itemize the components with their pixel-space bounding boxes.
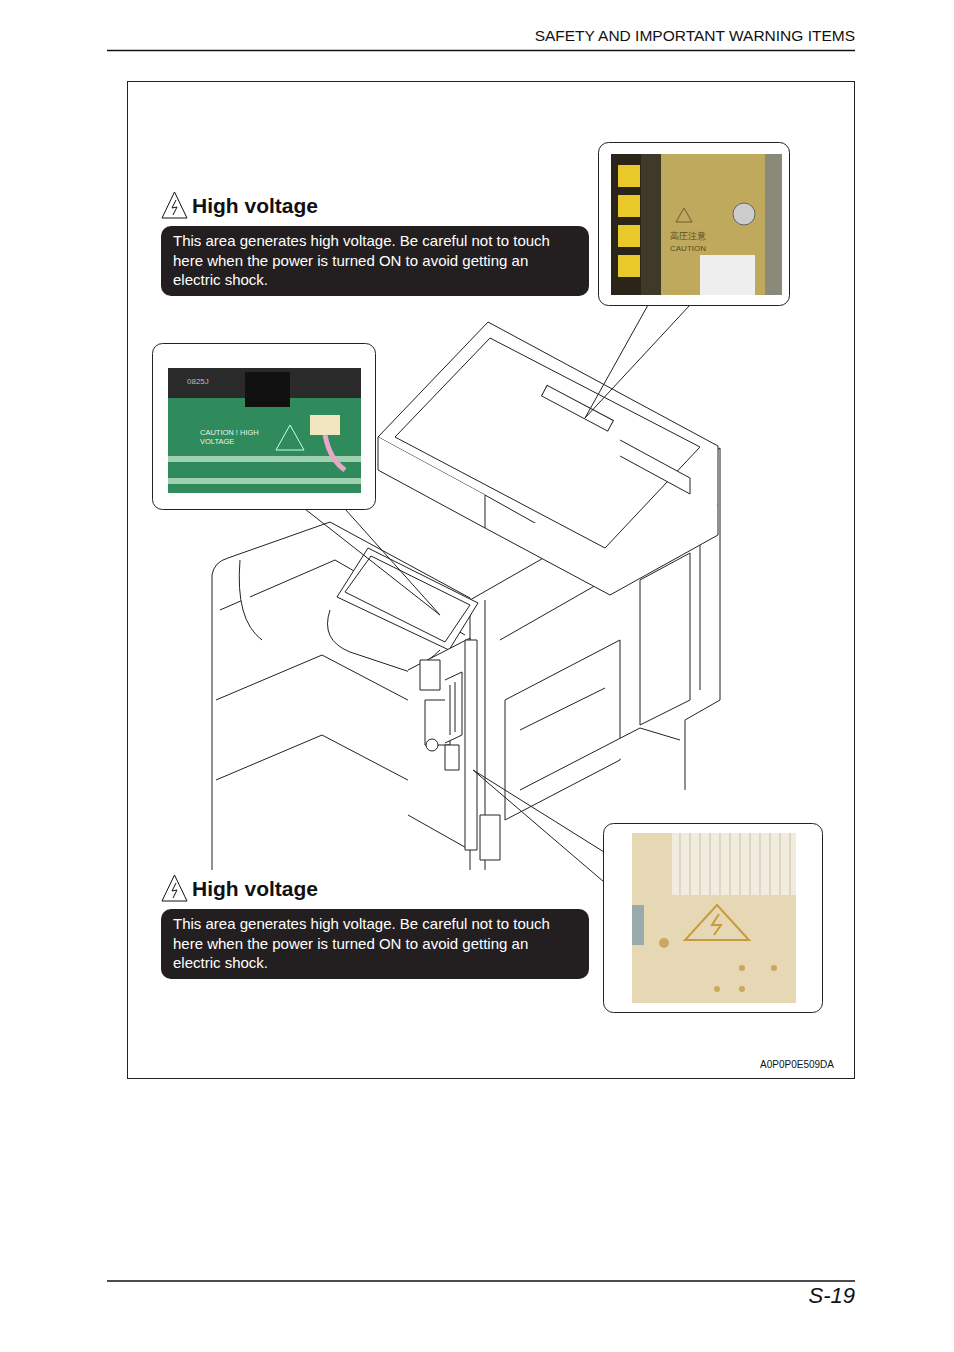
figure-code: A0P0P0E509DA <box>760 1059 834 1071</box>
photo-callout <box>153 344 376 510</box>
warning-heading: High voltage <box>161 192 589 226</box>
running-header: SAFETY AND IMPORTANT WARNING ITEMS <box>535 27 855 45</box>
warning-message: This area generates high voltage. Be car… <box>161 226 589 296</box>
footer-rule <box>107 1280 855 1282</box>
warning-icon <box>162 875 187 901</box>
photo-callout <box>604 824 823 1013</box>
warning-message: This area generates high voltage. Be car… <box>161 909 589 979</box>
warning-heading: High voltage <box>161 875 589 909</box>
warning-icon <box>162 192 187 218</box>
warning-callout: High voltageThis area generates high vol… <box>161 192 589 296</box>
photo-callout <box>599 143 790 306</box>
machine-illustration <box>212 322 720 870</box>
photo-text: 高圧注意 <box>670 231 706 241</box>
photo-text: CAUTION <box>670 244 706 253</box>
header-rule <box>107 50 855 52</box>
photo-text: CAUTION ! HIGH VOLTAGE <box>200 429 266 446</box>
photo-text: 0825J <box>187 377 209 386</box>
figure-frame <box>128 82 855 1079</box>
page-number: S-19 <box>809 1283 855 1308</box>
warning-callout: High voltageThis area generates high vol… <box>161 875 589 979</box>
